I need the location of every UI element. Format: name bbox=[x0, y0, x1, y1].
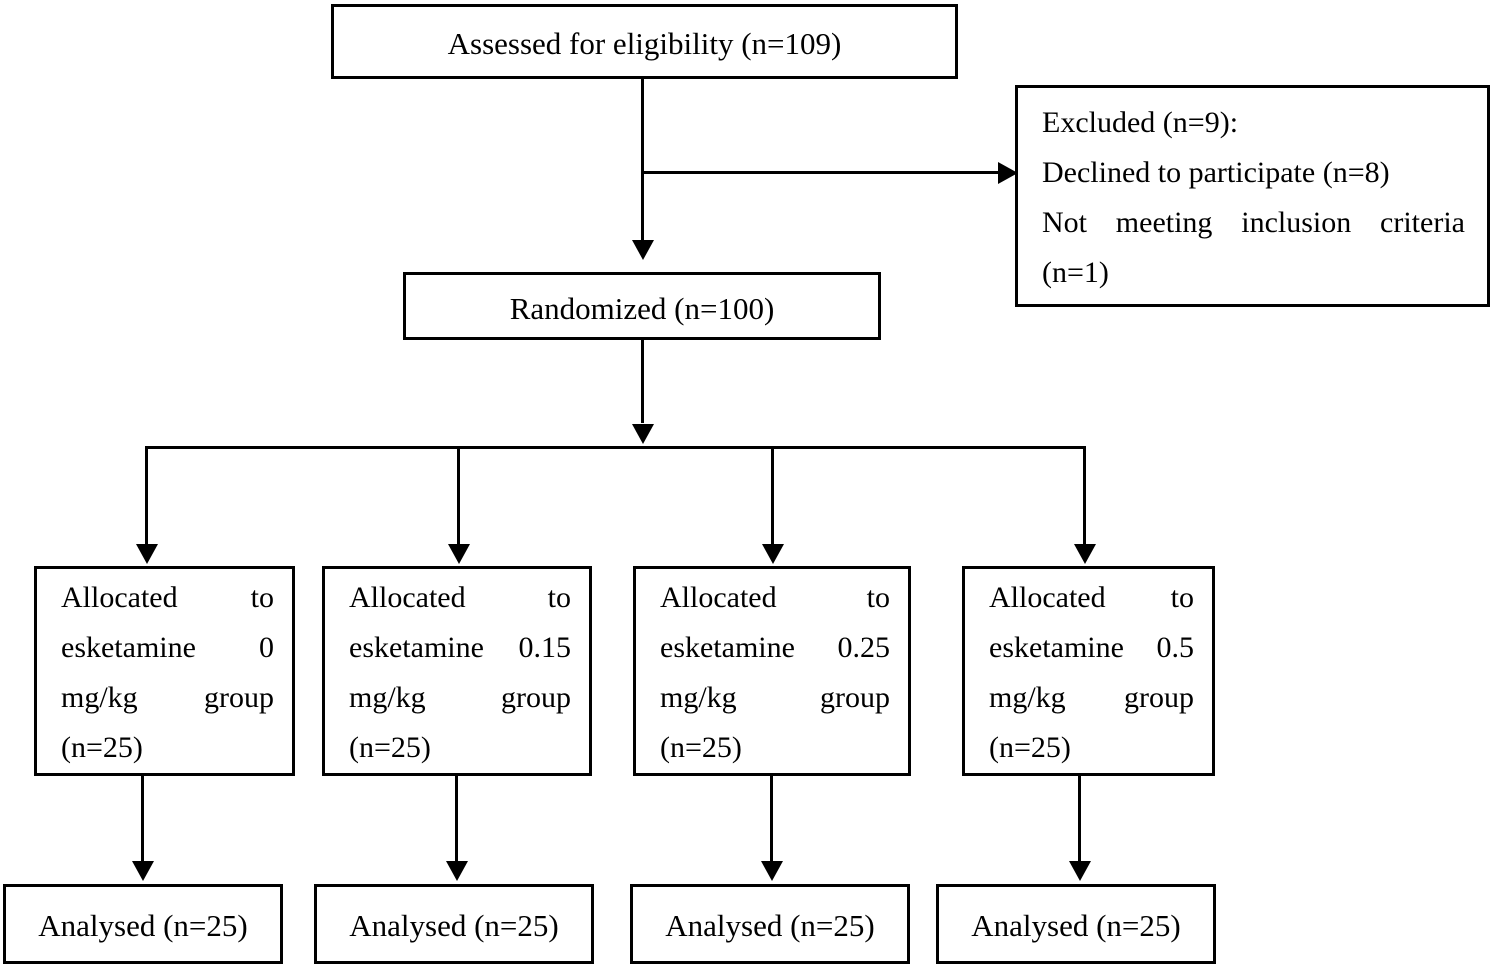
allocation-4-line-4: (n=25) bbox=[989, 723, 1194, 773]
excluded-line-4: (n=1) bbox=[1042, 248, 1465, 298]
connector-assessed-to-excluded bbox=[644, 171, 1000, 174]
arrowhead-analysed-4 bbox=[1069, 861, 1091, 881]
arrowhead-assessed-to-excluded bbox=[998, 162, 1018, 184]
analysed-4-label: Analysed (n=25) bbox=[971, 908, 1181, 943]
split-bar-allocation bbox=[145, 446, 1086, 449]
excluded-line-1: Excluded (n=9): bbox=[1042, 98, 1465, 148]
analysed-1-label: Analysed (n=25) bbox=[38, 908, 248, 943]
connector-randomized-to-split bbox=[641, 340, 644, 423]
node-allocation-3: Allocated to esketamine 0.25 mg/kg group… bbox=[633, 566, 911, 776]
allocation-3-line-4: (n=25) bbox=[660, 723, 890, 773]
node-allocation-2: Allocated to esketamine 0.15 mg/kg group… bbox=[322, 566, 592, 776]
arrowhead-allocation-4 bbox=[1074, 544, 1096, 564]
allocation-2-line-4: (n=25) bbox=[349, 723, 571, 773]
connector-allocation-4-to-analysed-4 bbox=[1078, 776, 1081, 862]
allocation-1-line-3: mg/kg group bbox=[61, 681, 274, 714]
node-analysed-3: Analysed (n=25) bbox=[630, 884, 910, 964]
allocation-4-line-3: mg/kg group bbox=[989, 681, 1194, 714]
connector-split-to-allocation-1 bbox=[145, 446, 148, 545]
arrowhead-assessed-to-randomized bbox=[632, 240, 654, 260]
node-analysed-2: Analysed (n=25) bbox=[314, 884, 594, 964]
allocation-3-dose: 0.25 bbox=[837, 631, 891, 664]
excluded-text-block: Excluded (n=9): Declined to participate … bbox=[1042, 98, 1465, 298]
excluded-declined: Declined to participate (n=8) bbox=[1042, 156, 1390, 189]
allocation-1-line-4: (n=25) bbox=[61, 723, 274, 773]
allocation-4-line-1: Allocated to bbox=[989, 581, 1194, 614]
arrowhead-analysed-3 bbox=[761, 861, 783, 881]
allocation-2-line-3: mg/kg group bbox=[349, 681, 571, 714]
node-allocation-4: Allocated to esketamine 0.5 mg/kg group … bbox=[962, 566, 1215, 776]
node-randomized: Randomized (n=100) bbox=[403, 272, 881, 340]
analysed-3-label: Analysed (n=25) bbox=[665, 908, 875, 943]
allocation-2-text-block: Allocated to esketamine 0.15 mg/kg group… bbox=[349, 573, 571, 773]
excluded-not-meeting-n: (n=1) bbox=[1042, 256, 1109, 289]
allocation-4-n: (n=25) bbox=[989, 731, 1071, 764]
allocation-2-n: (n=25) bbox=[349, 731, 431, 764]
allocation-3-line-3: mg/kg group bbox=[660, 681, 890, 714]
allocation-4-line-2: esketamine 0.5 bbox=[989, 623, 1194, 673]
arrowhead-analysed-2 bbox=[446, 861, 468, 881]
arrowhead-allocation-3 bbox=[762, 544, 784, 564]
arrowhead-allocation-2 bbox=[448, 544, 470, 564]
allocation-1-text-block: Allocated to esketamine 0 mg/kg group (n… bbox=[61, 573, 274, 773]
node-excluded: Excluded (n=9): Declined to participate … bbox=[1015, 85, 1490, 307]
arrowhead-analysed-1 bbox=[132, 861, 154, 881]
allocation-3-line-1: Allocated to bbox=[660, 581, 890, 614]
excluded-line-2: Declined to participate (n=8) bbox=[1042, 148, 1465, 198]
allocation-1-n: (n=25) bbox=[61, 731, 143, 764]
connector-allocation-2-to-analysed-2 bbox=[455, 776, 458, 862]
analysed-2-label: Analysed (n=25) bbox=[349, 908, 559, 943]
connector-split-to-allocation-3 bbox=[771, 446, 774, 545]
connector-assessed-to-randomized bbox=[641, 79, 644, 242]
allocation-1-line-2: esketamine 0 bbox=[61, 623, 274, 673]
allocation-3-line-2: esketamine 0.25 bbox=[660, 623, 890, 673]
connector-allocation-3-to-analysed-3 bbox=[770, 776, 773, 862]
connector-allocation-1-to-analysed-1 bbox=[141, 776, 144, 862]
allocation-1-line-1: Allocated to bbox=[61, 581, 274, 614]
allocation-4-dose: 0.5 bbox=[1156, 631, 1195, 664]
assessed-label: Assessed for eligibility (n=109) bbox=[447, 26, 842, 61]
allocation-2-line-1: Allocated to bbox=[349, 581, 571, 614]
node-allocation-1: Allocated to esketamine 0 mg/kg group (n… bbox=[34, 566, 295, 776]
node-analysed-1: Analysed (n=25) bbox=[3, 884, 283, 964]
allocation-1-dose: 0 bbox=[259, 631, 274, 664]
allocation-3-text-block: Allocated to esketamine 0.25 mg/kg group… bbox=[660, 573, 890, 773]
arrowhead-randomized-to-split bbox=[632, 424, 654, 444]
allocation-3-n: (n=25) bbox=[660, 731, 742, 764]
arrowhead-allocation-1 bbox=[136, 544, 158, 564]
node-analysed-4: Analysed (n=25) bbox=[936, 884, 1216, 964]
allocation-4-text-block: Allocated to esketamine 0.5 mg/kg group … bbox=[989, 573, 1194, 773]
allocation-2-line-2: esketamine 0.15 bbox=[349, 623, 571, 673]
randomized-label: Randomized (n=100) bbox=[509, 291, 775, 326]
connector-split-to-allocation-4 bbox=[1083, 446, 1086, 545]
node-assessed-for-eligibility: Assessed for eligibility (n=109) bbox=[331, 4, 958, 79]
excluded-total: Excluded (n=9): bbox=[1042, 106, 1239, 139]
allocation-2-dose: 0.15 bbox=[518, 631, 572, 664]
connector-split-to-allocation-2 bbox=[457, 446, 460, 545]
excluded-line-3: Not meeting inclusion criteria bbox=[1042, 206, 1465, 239]
